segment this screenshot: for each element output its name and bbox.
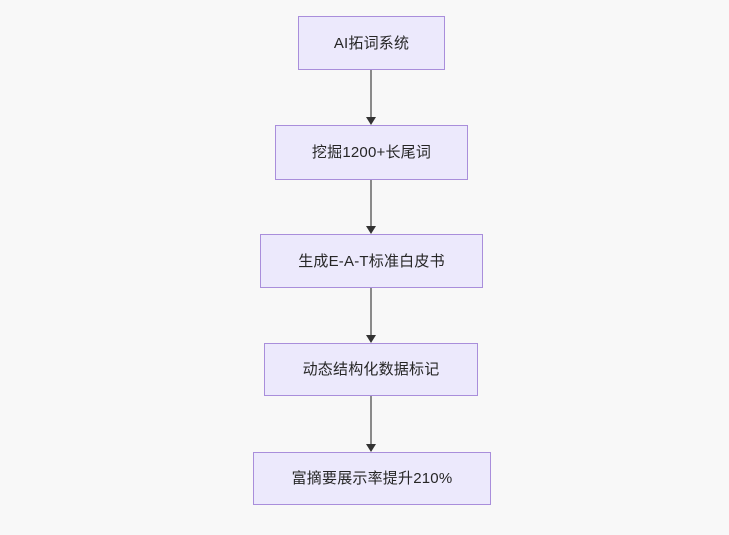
node-label: AI拓词系统: [333, 34, 410, 52]
arrowhead-icon: [366, 117, 376, 125]
flowchart-node-n3[interactable]: 生成E-A-T标准白皮书: [260, 234, 483, 288]
edge-n2-n3: [361, 180, 381, 234]
edge-line: [370, 288, 372, 335]
edge-line: [370, 70, 372, 117]
flowchart-node-n1[interactable]: AI拓词系统: [298, 16, 445, 70]
edge-n1-n2: [361, 70, 381, 125]
edge-line: [370, 180, 372, 226]
arrowhead-icon: [366, 226, 376, 234]
arrowhead-icon: [366, 335, 376, 343]
node-label: 挖掘1200+长尾词: [311, 144, 432, 161]
edge-n4-n5: [361, 396, 381, 452]
flowchart-node-n2[interactable]: 挖掘1200+长尾词: [275, 125, 468, 180]
node-label: 富摘要展示率提升210%: [291, 470, 453, 487]
edge-n3-n4: [361, 288, 381, 343]
flowchart-node-n5[interactable]: 富摘要展示率提升210%: [253, 452, 491, 505]
node-label: 动态结构化数据标记: [302, 361, 440, 378]
flowchart-node-n4[interactable]: 动态结构化数据标记: [264, 343, 478, 396]
node-label: 生成E-A-T标准白皮书: [298, 252, 445, 270]
edge-line: [370, 396, 372, 444]
arrowhead-icon: [366, 444, 376, 452]
